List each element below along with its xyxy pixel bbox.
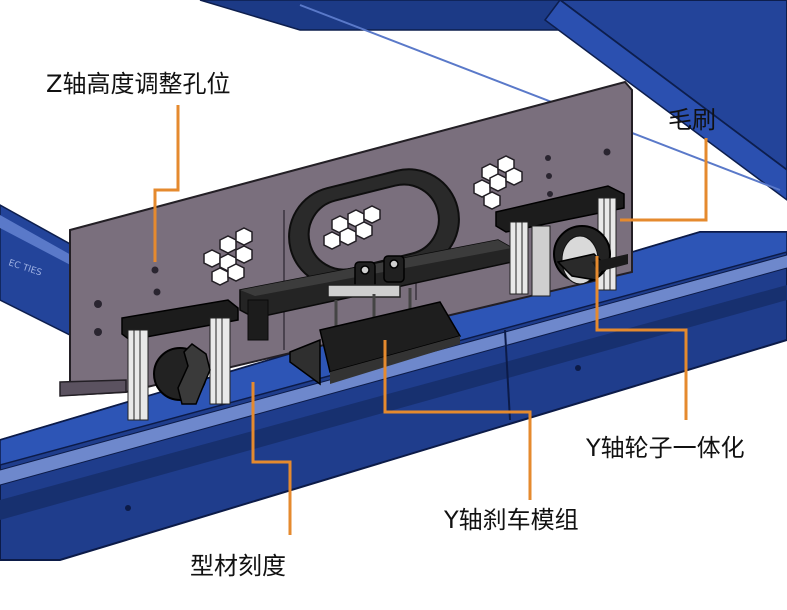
left-frame-rail: EC TIES <box>0 204 91 347</box>
z-axis-hole-label: Z轴高度调整孔位 <box>46 70 231 98</box>
left-wheel-carriage <box>121 299 239 421</box>
hex-holes-left <box>203 227 253 286</box>
right-wheel-carriage <box>495 185 628 297</box>
handle-clamp <box>327 255 405 298</box>
leader-profile-scale <box>251 382 292 535</box>
brush-label: 毛刷 <box>668 106 716 134</box>
upper-frame-rail <box>199 0 787 201</box>
leader-y-brake <box>383 340 532 500</box>
hex-holes-right <box>473 155 523 210</box>
profile-scale-label: 型材刻度 <box>190 552 286 580</box>
leader-z-axis <box>153 105 180 262</box>
y-wheel-label: Y轴轮子一体化 <box>586 434 745 462</box>
leader-brush <box>620 138 708 222</box>
y-brake-module <box>289 301 462 386</box>
leader-lines <box>153 105 708 535</box>
center-beam <box>239 239 513 341</box>
leader-y-wheel <box>595 256 688 420</box>
y-brake-label: Y轴刹车模组 <box>444 506 579 534</box>
